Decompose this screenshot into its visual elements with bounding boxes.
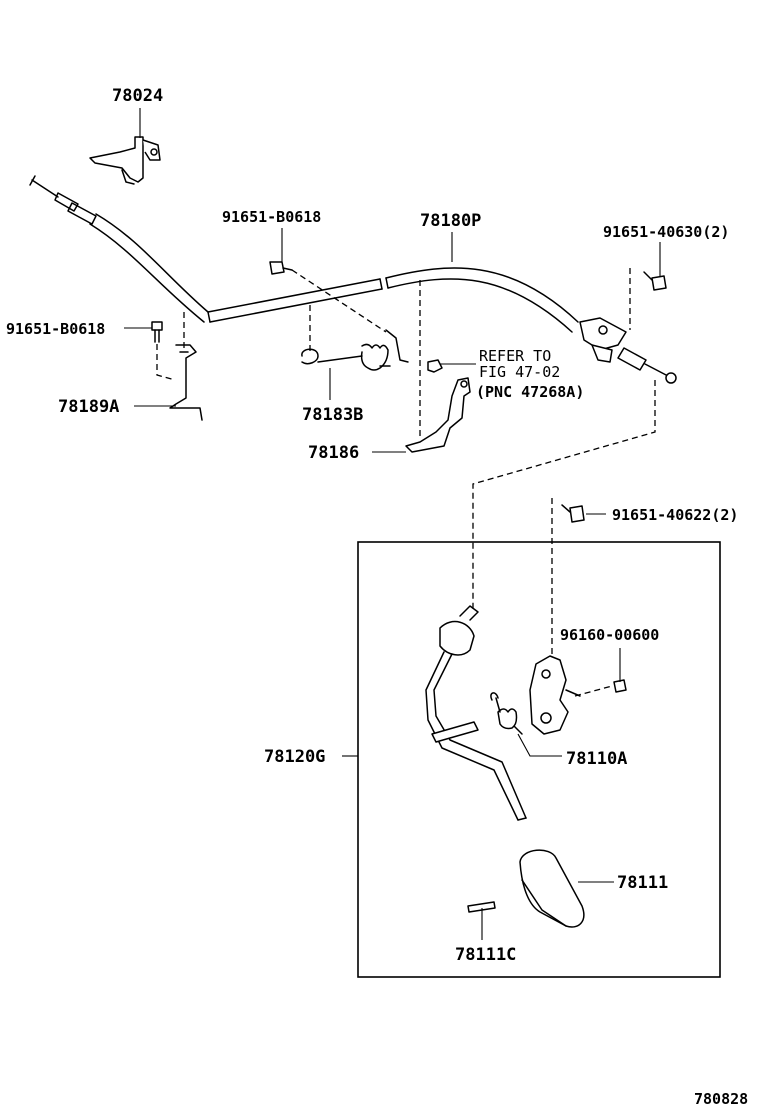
label-91651-b0618-left: 91651-B0618 [6,320,105,338]
refer-note-line2: FIG 47-02 [479,363,560,381]
nut-96160 [613,679,627,693]
pedal-arm [425,605,527,821]
label-91651-40622: 91651-40622(2) [612,506,738,524]
spring-78110a [490,692,523,735]
refer-nut [427,359,443,373]
spring-78183b [301,329,409,371]
accelerator-cable [29,175,677,384]
label-96160-00600: 96160-00600 [560,626,659,644]
label-78120g: 78120G [264,747,325,767]
label-91651-40630: 91651-40630(2) [603,223,729,241]
label-78189a: 78189A [58,397,119,417]
label-78186: 78186 [308,443,359,463]
bolt-91651-b0618-left [151,321,163,343]
label-78183b: 78183B [302,405,363,425]
label-78024: 78024 [112,86,163,106]
pedal-bracket [529,655,581,735]
pin-78111c [467,901,496,913]
refer-note-line1: REFER TO [479,347,551,365]
label-78110a: 78110A [566,749,627,769]
label-91651-b0618-top: 91651-B0618 [222,208,321,226]
label-78111: 78111 [617,873,668,893]
clip-78189a [169,344,203,421]
bolt-91651-40622 [561,504,585,523]
label-78180p: 78180P [420,211,481,231]
bolt-91651-b0618-top [269,261,293,275]
figure-id: 780828 [694,1090,748,1108]
refer-note-line3: (PNC 47268A) [476,383,584,401]
bolt-91651-40630 [643,271,667,291]
bracket-78024 [89,136,161,185]
bracket-78186 [405,377,471,453]
pedal-assembly-box [357,541,721,978]
label-78111c: 78111C [455,945,516,965]
pedal-pad [519,849,585,928]
